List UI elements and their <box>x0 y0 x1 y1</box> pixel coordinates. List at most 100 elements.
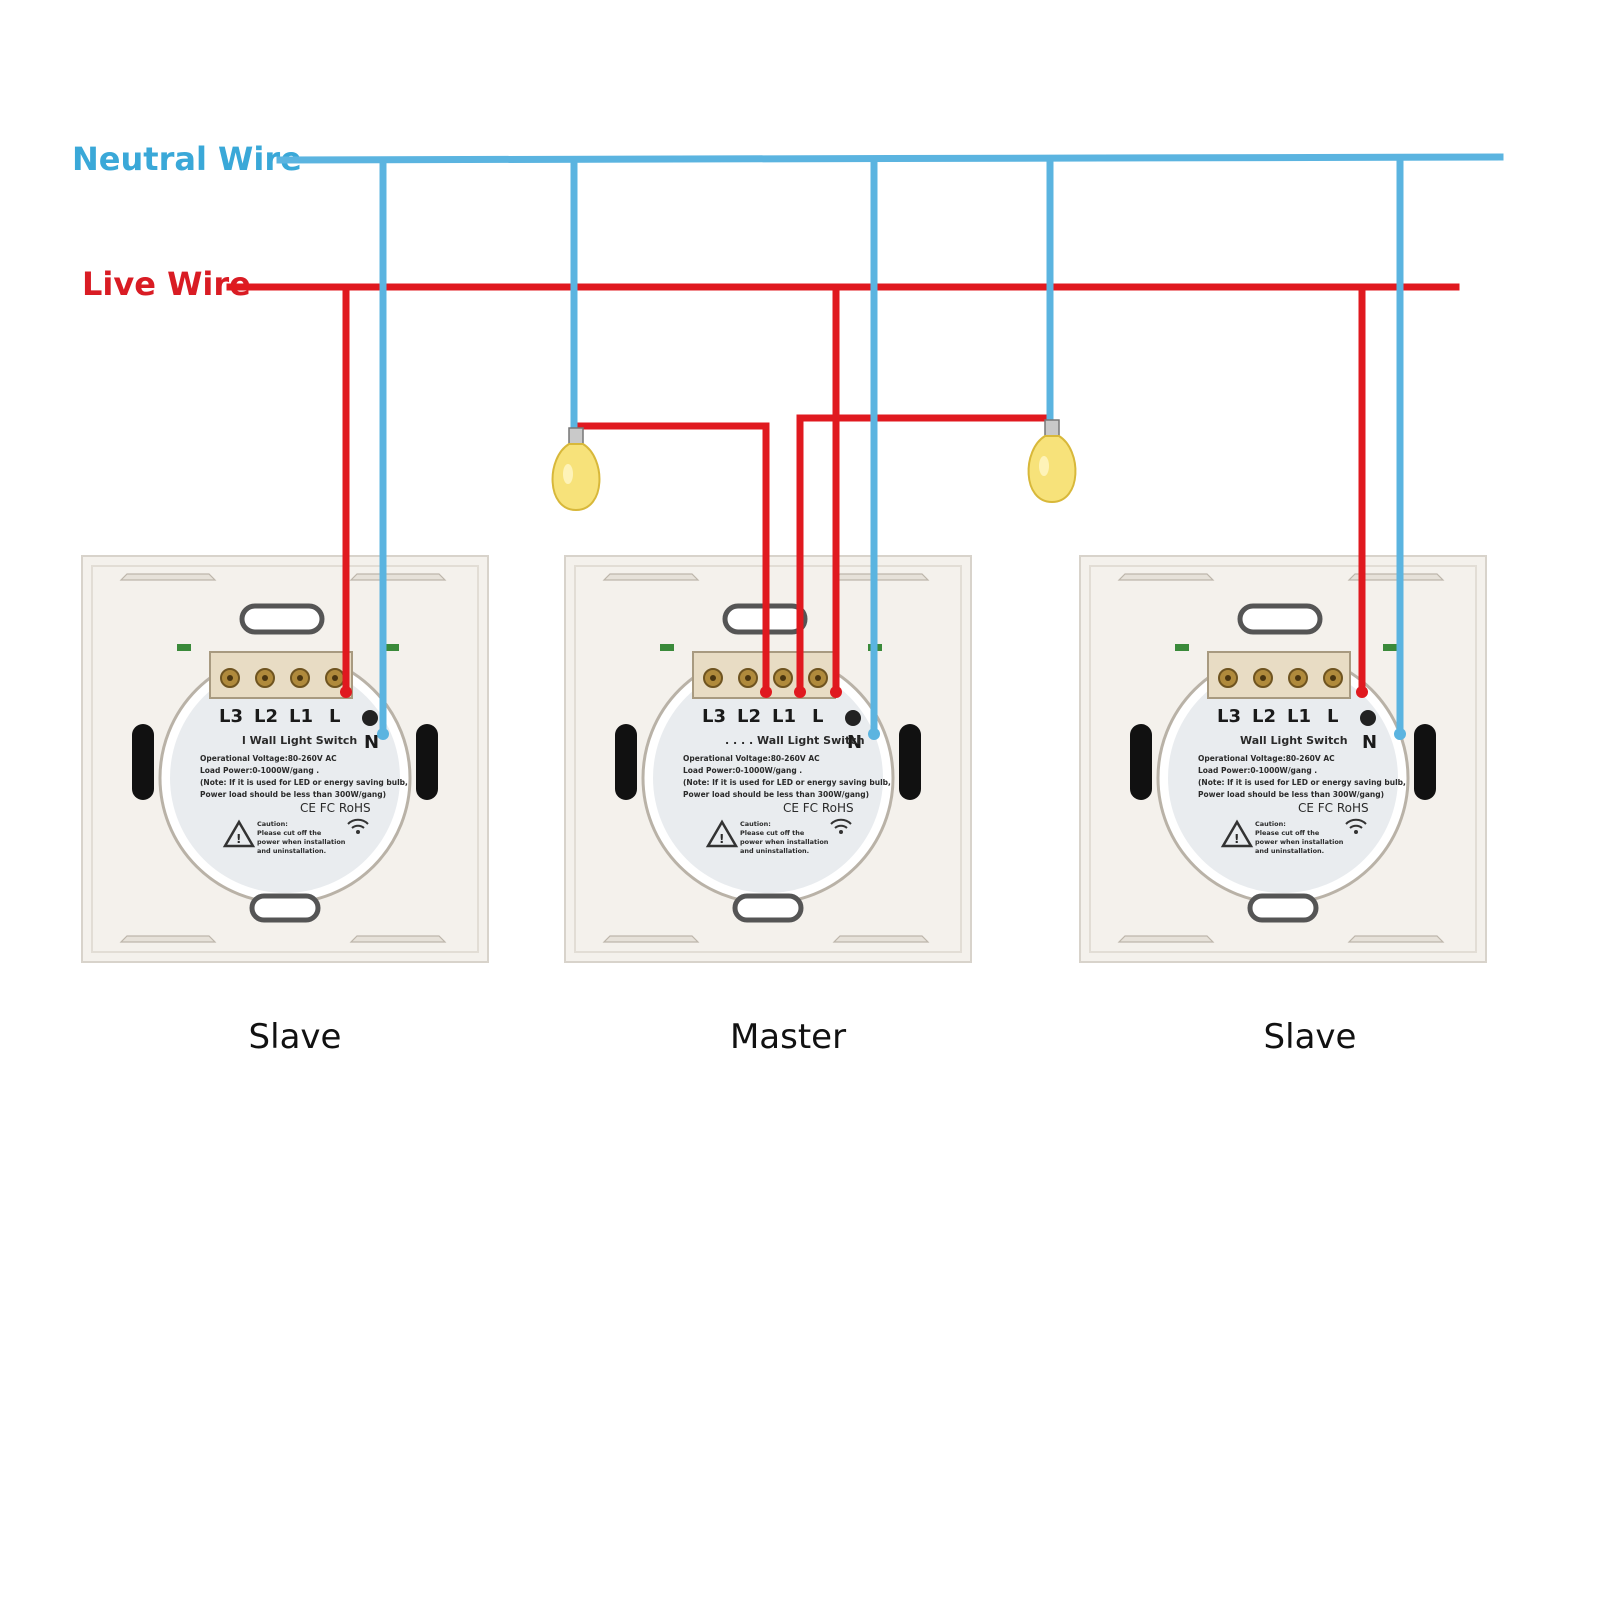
terminal-label-n: N <box>364 732 379 753</box>
terminal-label-l2: L2 <box>1252 706 1276 727</box>
terminal-screw-hole <box>815 675 821 681</box>
product-name: . . . . Wall Light Switch <box>725 734 865 747</box>
wifi-dot <box>839 830 843 834</box>
terminal-screw-hole <box>1330 675 1336 681</box>
bulb-glass <box>1027 435 1077 504</box>
caution-line: power when installation <box>1255 838 1344 846</box>
mount-clip <box>832 573 930 581</box>
indicator-mark <box>1383 644 1397 651</box>
neutral-terminal <box>1360 710 1376 726</box>
live-wire-label: Live Wire <box>82 265 251 303</box>
spec-line: Operational Voltage:80-260V AC <box>1198 754 1335 763</box>
bulbs <box>551 419 1077 512</box>
terminal-screw-hole <box>262 675 268 681</box>
spec-line: Power load should be less than 300W/gang… <box>200 790 386 799</box>
wifi-arc <box>830 818 852 825</box>
side-slot-right <box>416 724 438 800</box>
light-bulb-icon <box>551 427 601 512</box>
caption-master: Master <box>730 1017 846 1057</box>
wire-end <box>830 686 842 698</box>
terminal-label-l3: L3 <box>219 706 243 727</box>
wifi-icon <box>830 818 852 834</box>
mount-slot-top <box>239 603 325 635</box>
plate-inner-edge <box>91 565 479 953</box>
caution-line: Caution: <box>1255 820 1286 828</box>
mount-clip <box>602 935 700 943</box>
terminal-label-l: L <box>329 706 340 727</box>
neutral-terminal <box>362 710 378 726</box>
terminal-label-n: N <box>1362 732 1377 753</box>
mount-clip <box>1117 573 1215 581</box>
terminal-screw-hole <box>1225 675 1231 681</box>
terminal-label-l2: L2 <box>254 706 278 727</box>
terminal-screw-hole <box>1260 675 1266 681</box>
caution-line: and uninstallation. <box>740 847 809 855</box>
terminal-label-l1: L1 <box>289 706 313 727</box>
indicator-mark <box>660 644 674 651</box>
mount-clip <box>119 935 217 943</box>
terminal-screw-hole <box>780 675 786 681</box>
side-slot-left <box>132 724 154 800</box>
terminal-label-l: L <box>812 706 823 727</box>
warning-triangle-icon <box>1220 819 1254 848</box>
wire-end <box>794 686 806 698</box>
terminal-screw-hole <box>710 675 716 681</box>
bulb-glass <box>551 443 601 512</box>
caution-line: power when installation <box>740 838 829 846</box>
spec-line: Operational Voltage:80-260V AC <box>683 754 820 763</box>
wire-end <box>340 686 352 698</box>
mount-clip <box>1117 935 1215 943</box>
caution-line: Caution: <box>257 820 288 828</box>
indicator-mark <box>177 644 191 651</box>
master-l1-to-bulb-2 <box>796 414 1050 692</box>
bulb-highlight <box>563 464 573 484</box>
cert-marks: CE FC RoHS <box>1298 801 1369 815</box>
side-slot-right <box>1414 724 1436 800</box>
mount-clip <box>602 573 700 581</box>
warning-triangle-icon <box>705 819 739 848</box>
back-module-label-area <box>1168 663 1398 893</box>
terminal-screw-hole <box>332 675 338 681</box>
spec-line: Load Power:0-1000W/gang . <box>683 766 802 775</box>
terminal-screw-hole <box>227 675 233 681</box>
back-module-label-area <box>653 663 883 893</box>
mount-slot-bottom <box>1247 893 1319 923</box>
wire-end <box>1394 728 1406 740</box>
wire-end <box>1356 686 1368 698</box>
wire-end <box>377 728 389 740</box>
wifi-arc <box>1349 824 1363 829</box>
caution-line: power when installation <box>257 838 346 846</box>
mount-clip <box>1347 935 1445 943</box>
terminal-label-l3: L3 <box>1217 706 1241 727</box>
caution-line: and uninstallation. <box>1255 847 1324 855</box>
side-slot-left <box>1130 724 1152 800</box>
neutral-terminal <box>845 710 861 726</box>
mount-clip <box>1347 573 1445 581</box>
back-module-label-area <box>170 663 400 893</box>
master-l2-to-bulb-1 <box>576 422 770 692</box>
spec-line: Load Power:0-1000W/gang . <box>200 766 319 775</box>
spec-line: (Note: If it is used for LED or energy s… <box>1198 778 1406 787</box>
wifi-arc <box>347 818 369 825</box>
caution-line: Please cut off the <box>1255 829 1320 837</box>
mount-clip <box>349 573 447 581</box>
wire-end <box>760 686 772 698</box>
terminal-label-l1: L1 <box>1287 706 1311 727</box>
bulb-base <box>1044 419 1060 437</box>
caution-line: Please cut off the <box>740 829 805 837</box>
side-slot-left <box>615 724 637 800</box>
caption-slave: Slave <box>1264 1017 1357 1057</box>
terminal-label-l2: L2 <box>737 706 761 727</box>
indicator-mark <box>385 644 399 651</box>
plate-inner-edge <box>1089 565 1477 953</box>
product-name: Wall Light Switch <box>1240 734 1348 747</box>
wifi-dot <box>1354 830 1358 834</box>
neutral-bus <box>276 153 1504 164</box>
cert-marks: CE FC RoHS <box>300 801 371 815</box>
spec-line: Load Power:0-1000W/gang . <box>1198 766 1317 775</box>
warning-triangle-icon <box>222 819 256 848</box>
